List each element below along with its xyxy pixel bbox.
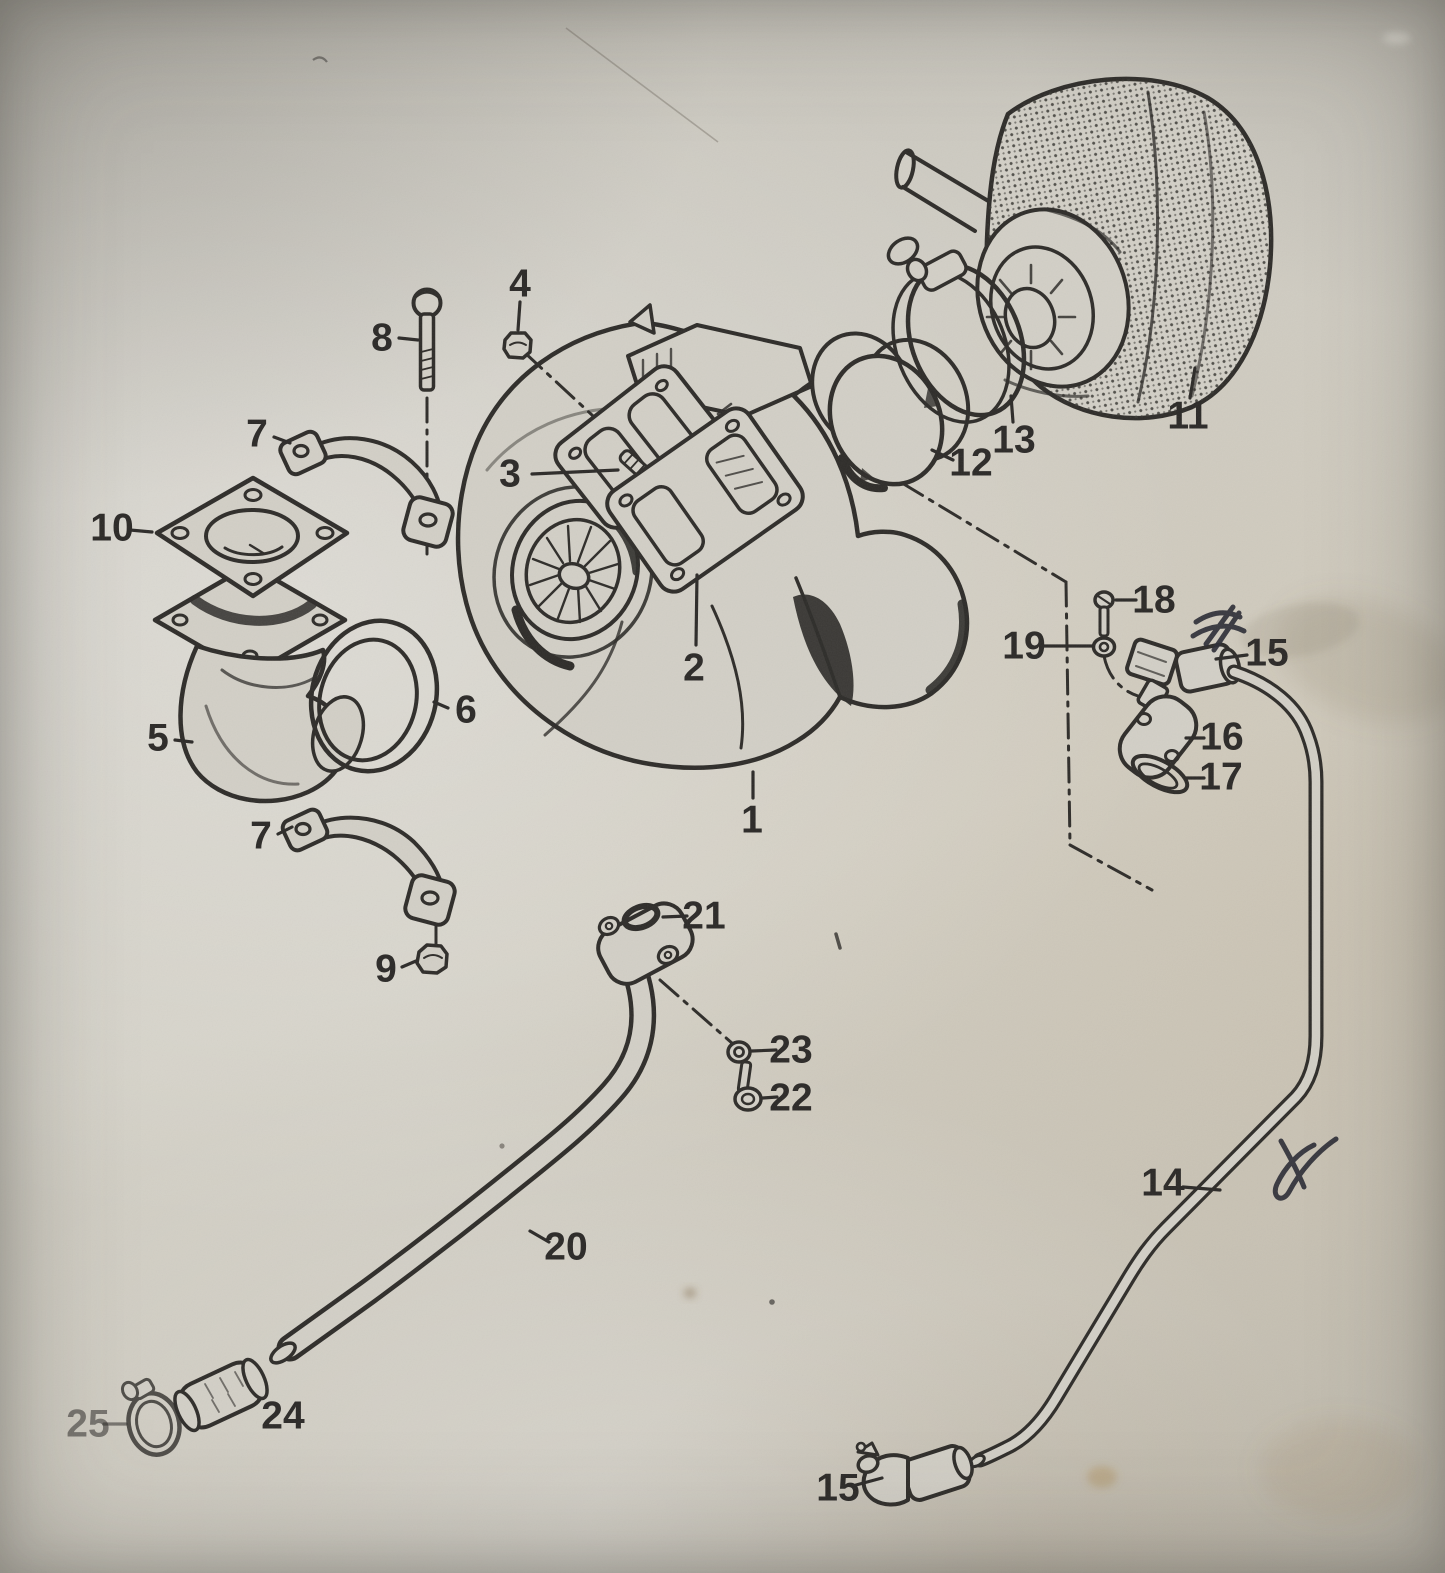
- catalog-page-photo: 1 2 3 4 5 6 7 7 8 9 10 11 12 13 14 15 15…: [0, 0, 1445, 1573]
- paper-grain: [0, 0, 1445, 1573]
